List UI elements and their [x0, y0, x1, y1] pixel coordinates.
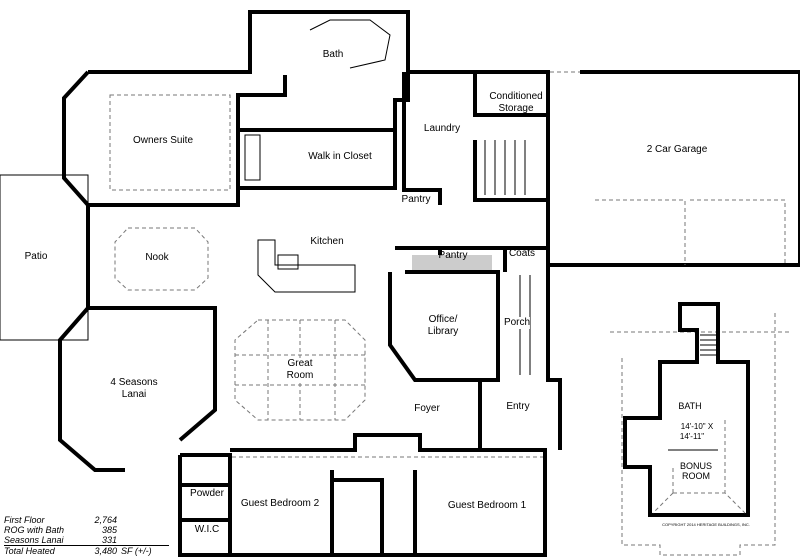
bonus-room-label-2: ROOM	[682, 471, 710, 481]
bonus-roofline	[621, 310, 776, 556]
area-value: 331	[101, 535, 117, 545]
room-label-coats: Coats	[508, 248, 536, 259]
area-row: ROG with Bath 385	[4, 525, 169, 535]
garage-doors	[595, 199, 786, 265]
bonus-dimensions-1: 14'-10" X	[680, 422, 714, 431]
bedroom-interior-walls	[330, 470, 417, 555]
closet-shelf	[244, 134, 261, 181]
bonus-dimensions-2: 14'-11"	[679, 432, 705, 441]
room-label-foyer: Foyer	[414, 403, 440, 414]
closet-wall	[238, 130, 397, 190]
room-label-powder: Powder	[190, 488, 224, 499]
area-label: ROG with Bath	[4, 525, 65, 535]
copyright-text: COPYRIGHT 2014 HERITAGE BUILDINGS, INC.	[662, 522, 750, 527]
area-total-row: Total Heated 3,480 SF (+/-)	[4, 545, 169, 556]
area-unit: SF (+/-)	[121, 546, 152, 556]
room-label-nook: Nook	[145, 252, 169, 263]
lanai-wall	[58, 306, 217, 472]
room-label-guest-bedroom-2: Guest Bedroom 2	[240, 498, 320, 509]
room-label-patio: Patio	[24, 251, 48, 262]
tub	[309, 19, 391, 69]
room-label-entry: Entry	[506, 401, 530, 412]
room-label-4-seasons-lanai: 4 Seasons Lanai	[110, 377, 158, 400]
bonus-stairs	[700, 334, 716, 356]
storage-wall	[473, 72, 548, 202]
garage-wall	[546, 70, 800, 267]
area-label: Total Heated	[4, 546, 55, 556]
area-value: 385	[101, 525, 117, 535]
room-label-pantry-upper: Pantry	[401, 194, 431, 205]
kitchen-island	[257, 239, 356, 293]
stairs	[484, 140, 526, 195]
interior-walls-owners	[88, 72, 410, 207]
area-label: Seasons Lanai	[4, 535, 64, 545]
owners-ceiling	[109, 94, 231, 191]
sink-icon	[277, 254, 299, 270]
room-label-bath: Bath	[322, 49, 344, 60]
nook-ceiling	[114, 227, 209, 291]
area-summary: First Floor 2,764 ROG with Bath 385 Season…	[4, 515, 169, 556]
room-label-guest-bedroom-1: Guest Bedroom 1	[447, 500, 527, 511]
room-label-owners-suite: Owners Suite	[132, 135, 194, 146]
bonus-room-label-1: BONUS	[679, 461, 713, 471]
room-label-pantry-lower: Pantry	[438, 250, 468, 261]
bonus-room-wall	[623, 302, 750, 517]
area-row: First Floor 2,764	[4, 515, 169, 525]
room-label-office-library: Office/ Library	[427, 314, 459, 337]
laundry-wall	[402, 72, 442, 205]
room-label-wic: W.I.C	[194, 524, 220, 535]
bonus-ceiling	[652, 420, 746, 514]
entry-wall	[478, 265, 562, 450]
owners-suite-bay-wall	[62, 70, 90, 308]
bonus-bath-label: BATH	[678, 401, 702, 411]
office-wall	[388, 272, 498, 382]
room-label-porch: Porch	[503, 317, 531, 329]
room-label-laundry: Laundry	[423, 123, 461, 134]
north-wall	[88, 10, 550, 74]
room-label-walk-in-closet: Walk in Closet	[308, 151, 372, 162]
area-row: Seasons Lanai 331	[4, 535, 169, 545]
room-label-garage: 2 Car Garage	[646, 144, 708, 155]
bedroom-walls	[178, 433, 547, 557]
area-value: 3,480	[94, 546, 117, 556]
pantry-shelf	[412, 255, 492, 270]
room-label-great-room: Great Room	[280, 358, 320, 382]
room-label-kitchen: Kitchen	[310, 236, 344, 247]
room-label-conditioned-storage: Conditioned Storage	[489, 91, 543, 114]
pantry-walls	[395, 246, 548, 382]
area-value: 2,764	[94, 515, 117, 525]
area-label: First Floor	[4, 515, 45, 525]
